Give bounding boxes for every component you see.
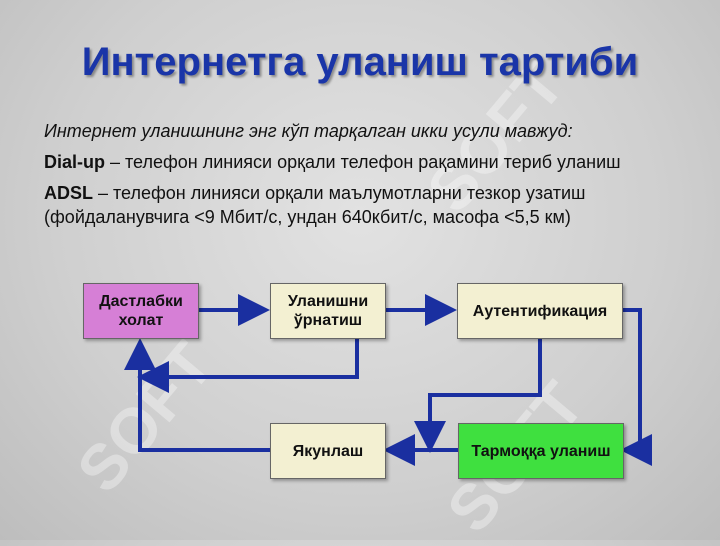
intro-text: Интернет уланишнинг энг кўп тарқалган ик…	[44, 121, 573, 141]
arrow-connect-back	[137, 337, 359, 393]
node-network: Тармоққа уланиш	[458, 423, 624, 479]
method-term: ADSL	[44, 183, 93, 203]
method-adsl-detail: (фойдаланувчига <9 Мбит/с, ундан 640кбит…	[44, 207, 571, 227]
node-finish: Якунлаш	[270, 423, 386, 479]
arrow-auth-finish	[414, 337, 542, 453]
slide-title: Интернетга уланиш тартиби	[81, 40, 639, 84]
node-initial: Дастлабки холат	[83, 283, 199, 339]
method-desc: – телефон линияси орқали телефон рақамин…	[105, 152, 621, 172]
arrow-finish-initial	[124, 338, 270, 452]
method-term: Dial-up	[44, 152, 105, 172]
node-auth: Аутентификация	[457, 283, 623, 339]
method-desc: – телефон линияси орқали маълумотларни т…	[93, 183, 586, 203]
arrow-auth-network	[620, 308, 652, 466]
node-connect: Уланишни ўрнатиш	[270, 283, 386, 339]
method-adsl: ADSL – телефон линияси орқали маълумотла…	[44, 182, 585, 204]
method-dialup: Dial-up – телефон линияси орқали телефон…	[44, 151, 621, 173]
